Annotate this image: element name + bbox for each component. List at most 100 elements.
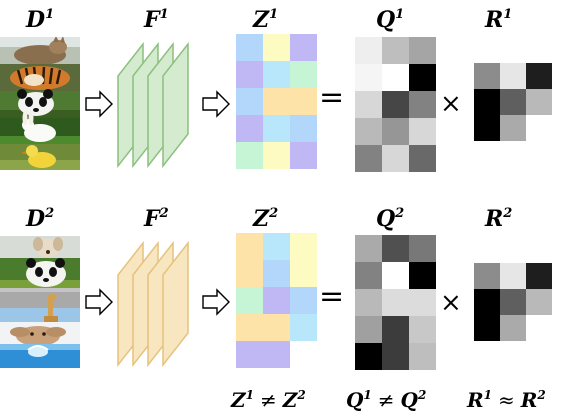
z2-cell [290,260,317,287]
q1-cell [355,145,382,172]
q1-cell [382,118,409,145]
q1-cell [409,37,436,64]
z2-cell [263,314,290,341]
z-relation: Z1≠Z2 [230,388,306,412]
q1-cell [409,64,436,91]
z2-cell [290,233,317,260]
q2-cell [355,289,382,316]
z1-cell [290,88,317,115]
r1-cell [526,115,552,141]
r2-cell [474,289,500,315]
z2-cell [236,341,263,368]
q2-cell [409,343,436,370]
q1-cell [409,118,436,145]
r2-cell [500,289,526,315]
q1-matrix [355,37,436,172]
q1-cell [382,91,409,118]
q2-cell [355,235,382,262]
z2-cell [263,233,290,260]
q2-cell [382,262,409,289]
encoder-layer [162,41,189,169]
z2-cell [263,260,290,287]
r1-cell [500,63,526,89]
d2-label: D2 [25,206,54,232]
right-arrow-icon [202,288,230,316]
equals-sign-1: = [319,80,344,115]
r1-cell [474,89,500,115]
z2-cell [236,260,263,287]
equals-sign-2: = [319,279,344,314]
z2-cell [290,287,317,314]
q2-cell [409,262,436,289]
z1-cell [236,34,263,61]
z2-label: Z2 [252,206,278,232]
r2-cell [500,263,526,289]
z2-cell [290,341,317,368]
z1-cell [290,142,317,169]
d1-image-stack [0,37,80,170]
r2-cell [526,289,552,315]
z1-cell [236,115,263,142]
q2-cell [382,289,409,316]
z1-cell [236,142,263,169]
q1-cell [382,37,409,64]
z2-cell [236,287,263,314]
right-arrow-icon [202,90,230,118]
f1-encoder-layers [117,41,189,169]
q2-cell [382,316,409,343]
q1-cell [355,91,382,118]
q1-cell [382,64,409,91]
q-relation: Q1≠Q2 [346,388,426,412]
z1-cell [263,61,290,88]
r2-cell [474,263,500,289]
z1-cell [263,34,290,61]
right-arrow-icon [85,288,113,316]
water-image [0,344,80,368]
z2-cell [263,287,290,314]
panda-image [0,89,80,118]
f1-label: F1 [143,7,169,33]
road-image [0,288,80,308]
r1-cell [474,115,500,141]
r1-cell [474,63,500,89]
right-arrow-icon [85,90,113,118]
times-sign-1: × [440,89,462,119]
giraffe-image [0,294,80,322]
q1-cell [355,64,382,91]
z1-feature-matrix [236,34,317,169]
r1-matrix [474,63,552,141]
q2-cell [355,316,382,343]
dog-image [0,236,80,258]
rabbit-image [0,111,80,144]
r2-cell [526,315,552,341]
tiger-image [0,64,80,91]
duckling-image [0,144,80,170]
cat-image [0,37,80,65]
q2-cell [382,343,409,370]
r1-cell [526,63,552,89]
r1-cell [526,89,552,115]
q1-cell [409,145,436,172]
z1-cell [290,115,317,142]
r-relation: R1≈R2 [466,388,546,412]
r2-cell [526,263,552,289]
z1-cell [263,142,290,169]
r2-label: R2 [484,206,512,232]
z2-cell [236,233,263,260]
encoder-layer [162,240,189,368]
r1-cell [500,115,526,141]
q2-label: Q2 [376,206,404,232]
q2-cell [355,343,382,370]
z2-cell [236,314,263,341]
r2-matrix [474,263,552,341]
q2-cell [382,235,409,262]
q2-cell [409,289,436,316]
z1-cell [236,61,263,88]
z2-cell [290,314,317,341]
r2-cell [500,315,526,341]
z1-label: Z1 [252,7,278,33]
z1-cell [263,88,290,115]
z2-cell [263,341,290,368]
